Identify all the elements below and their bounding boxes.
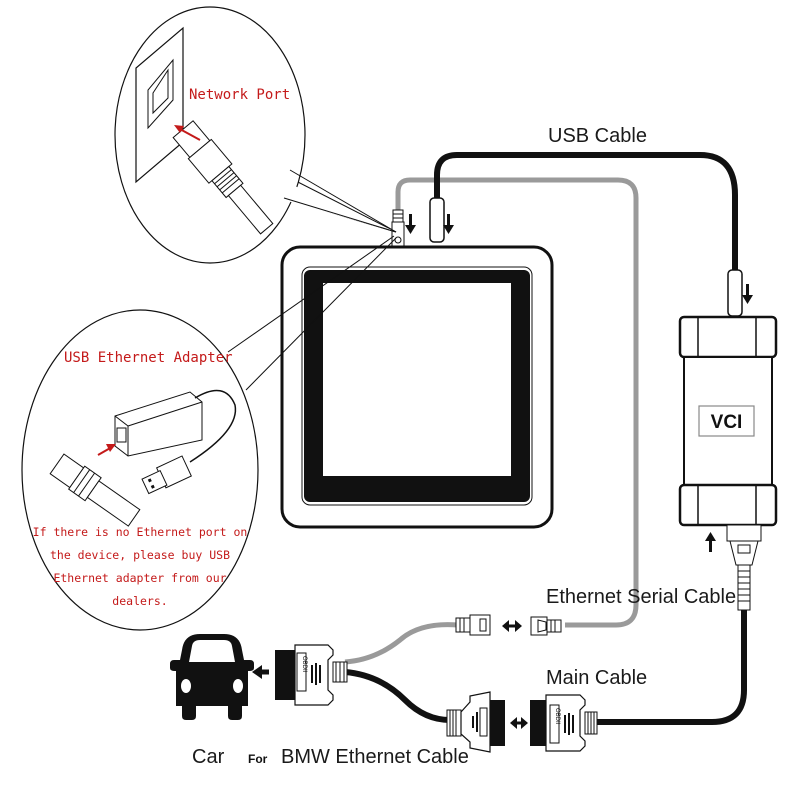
adapter-note: If there is no Ethernet port on the devi… [33, 525, 248, 608]
usb-plug-tablet [429, 197, 445, 243]
usb-cable-label: USB Cable [548, 125, 647, 147]
arrow-left-icon [252, 665, 269, 679]
double-arrow-icon [502, 620, 522, 632]
obd-text-main: OBDII [554, 708, 560, 725]
main-cable [595, 610, 747, 725]
ethernet-connector-left [455, 614, 491, 636]
network-port-label: Network Port [189, 87, 290, 103]
network-port-callout [114, 6, 397, 264]
car-label: Car [192, 746, 225, 768]
svg-text:If there is no Ethernet port o: If there is no Ethernet port on [33, 525, 248, 539]
usb-ethernet-adapter-label: USB Ethernet Adapter [64, 350, 233, 366]
arrow-down-icon [443, 214, 454, 234]
main-cable-obd-connector [530, 694, 598, 752]
bmw-female-connector [446, 691, 505, 753]
usb-plug-vci [727, 269, 743, 317]
bmw-ethernet-cable-label: BMW Ethernet Cable [281, 746, 469, 768]
usb-ethernet-adapter-callout [21, 235, 397, 631]
tablet-device [280, 245, 554, 529]
obd-connector-car [275, 644, 348, 706]
car-front-icon [170, 634, 254, 720]
main-cable-label: Main Cable [546, 667, 647, 689]
usb-cable [434, 152, 738, 270]
arrow-down-icon [405, 214, 416, 234]
for-label: For [248, 752, 268, 766]
svg-text:the device, please buy USB: the device, please buy USB [50, 548, 230, 562]
arrow-up-icon [705, 532, 716, 552]
obd-text-car: OBDII [301, 656, 307, 673]
arrow-down-icon [742, 284, 753, 304]
ethernet-connector-right [530, 616, 562, 636]
vci-device [678, 315, 778, 611]
ethernet-plug-tablet [391, 209, 405, 247]
black-y-cable [344, 669, 451, 723]
svg-text:dealers.: dealers. [112, 594, 167, 608]
double-arrow-icon [510, 717, 528, 729]
svg-text:Ethernet adapter from our: Ethernet adapter from our [53, 571, 226, 585]
vci-label: VCI [711, 412, 743, 433]
ethernet-serial-cable [395, 177, 639, 628]
gray-y-cable [344, 622, 459, 665]
ethernet-serial-cable-label: Ethernet Serial Cable [546, 586, 736, 608]
